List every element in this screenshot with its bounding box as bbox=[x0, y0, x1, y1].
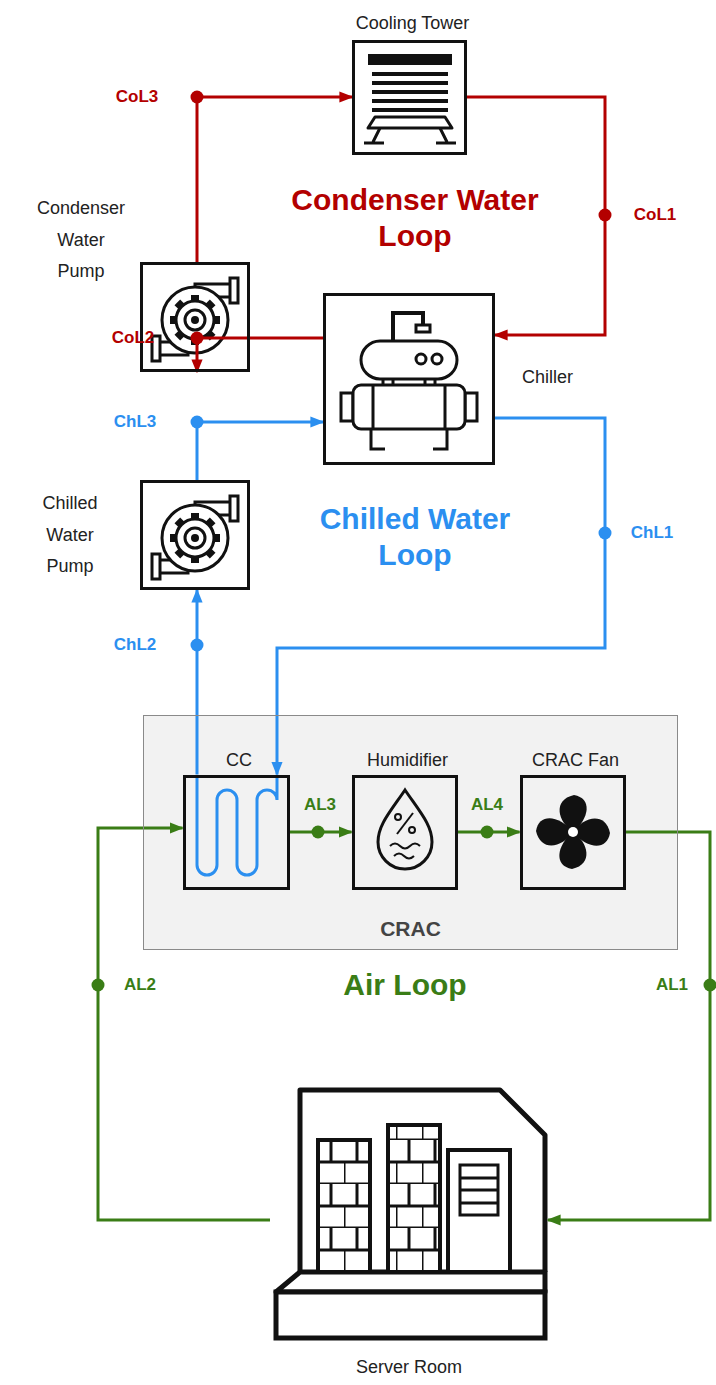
loop-title: Chilled Water Loop bbox=[290, 501, 540, 573]
drawing-stroke bbox=[536, 818, 573, 845]
node-label: Server Room bbox=[356, 1357, 462, 1379]
node-label: CRAC bbox=[380, 916, 441, 941]
drawing-stroke bbox=[448, 1150, 510, 1272]
fan-box: CRAC Fan bbox=[520, 775, 626, 890]
drawing-stroke bbox=[368, 54, 452, 65]
pipe-connector bbox=[197, 97, 352, 262]
cooling-coil-box: CC bbox=[183, 775, 290, 890]
cooling-coil bbox=[197, 775, 277, 875]
measure-point bbox=[191, 416, 204, 429]
pipe-connector bbox=[196, 590, 199, 775]
measure-point bbox=[704, 979, 716, 992]
humidifier-icon bbox=[378, 790, 432, 869]
server-room: Server Room bbox=[270, 1085, 548, 1343]
measure-point bbox=[191, 332, 204, 345]
node-label: Humidifier bbox=[367, 750, 448, 772]
drawing-stroke bbox=[460, 1165, 498, 1215]
fan-icon bbox=[536, 795, 610, 869]
point-label: CoL1 bbox=[634, 205, 677, 225]
pipe-connector bbox=[197, 422, 323, 480]
drawing-stroke bbox=[465, 393, 477, 421]
drawing-stroke bbox=[364, 128, 456, 143]
drawing-stroke bbox=[276, 1272, 545, 1292]
server-room-illustration bbox=[276, 1090, 545, 1338]
pipe-connector bbox=[548, 832, 710, 1220]
node-label: Chilled Water Pump bbox=[35, 488, 105, 583]
loop-title: Air Loop bbox=[305, 967, 505, 1003]
pump-box: Chilled Water Pump bbox=[140, 480, 250, 590]
pump-icon bbox=[152, 278, 238, 361]
drawing-stroke bbox=[300, 1090, 545, 1272]
drawing-stroke bbox=[368, 117, 452, 128]
measure-point bbox=[599, 209, 612, 222]
crac-unit: CCHumidifierCRAC FanCRAC bbox=[143, 715, 678, 950]
pump-icon bbox=[152, 496, 238, 579]
connectors bbox=[92, 91, 716, 1221]
node-label: Chiller bbox=[522, 367, 573, 389]
node-label: Condenser Water Pump bbox=[33, 193, 129, 288]
measure-point bbox=[92, 979, 105, 992]
node-label: CC bbox=[226, 750, 252, 772]
drawing-stroke bbox=[416, 325, 430, 332]
point-label: CoL3 bbox=[116, 87, 159, 107]
point-label: ChL2 bbox=[114, 635, 157, 655]
crac-panel bbox=[143, 715, 678, 950]
pipe-connector bbox=[467, 97, 605, 335]
drawing-stroke bbox=[395, 814, 401, 820]
measure-point bbox=[312, 826, 325, 839]
measure-point bbox=[191, 91, 204, 104]
cooling-tower-icon bbox=[364, 54, 456, 143]
chiller-box: Chiller bbox=[323, 293, 495, 465]
pump-box: Condenser Water Pump bbox=[140, 262, 250, 372]
measure-point bbox=[191, 639, 204, 652]
point-label: AL3 bbox=[304, 795, 336, 815]
drawing-stroke bbox=[372, 74, 448, 110]
humidifier-box: Humidifier bbox=[352, 775, 458, 890]
chiller-icon bbox=[341, 313, 477, 449]
measure-point bbox=[481, 826, 494, 839]
drawing-stroke bbox=[568, 827, 578, 837]
node-label: Cooling Tower bbox=[356, 13, 470, 35]
pipe-connector bbox=[98, 828, 270, 1220]
point-label: AL4 bbox=[471, 795, 503, 815]
drawing-stroke bbox=[409, 827, 415, 833]
drawing-stroke bbox=[353, 385, 465, 429]
point-label: CoL2 bbox=[112, 328, 155, 348]
drawing-stroke bbox=[397, 813, 413, 834]
measure-point bbox=[599, 527, 612, 540]
cooling-tower-box: Cooling Tower bbox=[352, 40, 467, 155]
drawing-stroke bbox=[460, 1178, 498, 1203]
drawing-stroke bbox=[361, 341, 457, 379]
drawing-stroke bbox=[378, 790, 432, 869]
loop-title: Condenser Water Loop bbox=[265, 182, 565, 254]
node-label: CRAC Fan bbox=[532, 750, 619, 772]
drawing-stroke bbox=[432, 354, 442, 364]
point-label: AL2 bbox=[124, 975, 156, 995]
point-label: ChL3 bbox=[114, 412, 157, 432]
pipe-connector bbox=[277, 418, 605, 775]
drawing-stroke bbox=[318, 1140, 370, 1272]
drawing-stroke bbox=[416, 354, 426, 364]
pipe-connector bbox=[197, 338, 323, 372]
drawing-stroke bbox=[373, 385, 445, 429]
drawing-stroke bbox=[341, 393, 353, 421]
drawing-stroke bbox=[390, 844, 420, 859]
drawing-stroke bbox=[371, 429, 447, 449]
drawing-stroke bbox=[388, 1125, 440, 1272]
point-label: AL1 bbox=[656, 975, 688, 995]
point-label: ChL1 bbox=[631, 523, 674, 543]
drawing-stroke bbox=[276, 1292, 545, 1338]
